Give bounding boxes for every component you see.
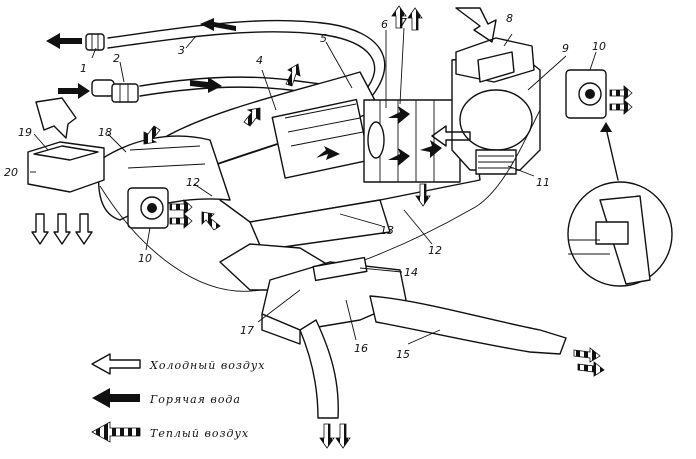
hot-water-arrow-hose-mid <box>190 77 222 93</box>
hot-water-arrow-out <box>46 33 82 49</box>
label-12-left: 12 <box>186 176 200 189</box>
label-15: 15 <box>396 348 410 361</box>
striped-arrow-icon <box>91 421 141 443</box>
label-10: 10 <box>592 40 606 53</box>
label-14: 14 <box>404 266 418 279</box>
label-6: 6 <box>381 18 388 31</box>
label-5: 5 <box>320 32 327 45</box>
legend-warm-air-label: Теплый воздух <box>150 427 249 440</box>
legend-hot-water-label: Горячая вода <box>149 393 241 406</box>
label-13: 13 <box>380 224 394 237</box>
label-18: 18 <box>98 126 112 139</box>
filter-box <box>27 141 105 193</box>
hollow-arrow-icon <box>91 353 141 375</box>
label-19: 19 <box>18 126 32 139</box>
label-16: 16 <box>354 342 368 355</box>
radiator-core <box>363 99 461 183</box>
hose-coupling-1 <box>85 33 105 51</box>
legend-warm-air: Теплый воздух <box>91 421 249 443</box>
floor-duct-right <box>369 295 567 355</box>
solid-arrow-icon <box>92 388 140 408</box>
floor-duct-left <box>299 319 339 419</box>
hot-water-arrow-hose-top <box>200 18 236 31</box>
label-20: 20 <box>4 166 18 179</box>
internal-flow-arrows <box>316 106 442 166</box>
label-2: 2 <box>113 52 120 65</box>
label-12: 12 <box>428 244 442 257</box>
footwell-distributor <box>219 243 407 345</box>
legend-cold-air-label: Холодный воздух <box>149 359 265 372</box>
label-11: 11 <box>536 176 550 189</box>
fan-casing <box>451 53 541 175</box>
air-intake-hood <box>455 37 535 83</box>
hot-water-arrow-in <box>58 83 90 99</box>
water-tap-2 <box>91 79 139 103</box>
legend-hot-water: Горячая вода <box>92 388 241 408</box>
cold-air-arrows <box>31 7 497 245</box>
detail-inset <box>567 122 673 287</box>
label-4: 4 <box>256 54 263 67</box>
label-10-left: 10 <box>138 252 152 265</box>
legend: Холодный воздух Горячая вода Теплый возд… <box>91 353 265 443</box>
label-1: 1 <box>80 62 87 75</box>
label-7: 7 <box>400 16 407 29</box>
left-nozzle <box>127 187 169 229</box>
hot-water-hose-upper <box>107 19 386 97</box>
label-17: 17 <box>240 324 254 337</box>
warm-air-arrows <box>143 5 633 449</box>
label-3: 3 <box>178 44 185 57</box>
part-numbers: 1 2 3 4 5 6 7 8 9 10 11 12 13 14 15 16 1… <box>4 12 606 361</box>
legend-cold-air: Холодный воздух <box>91 353 265 375</box>
label-8: 8 <box>506 12 513 25</box>
label-9: 9 <box>562 42 569 55</box>
leader-lines <box>30 27 597 345</box>
right-nozzle <box>565 69 607 119</box>
